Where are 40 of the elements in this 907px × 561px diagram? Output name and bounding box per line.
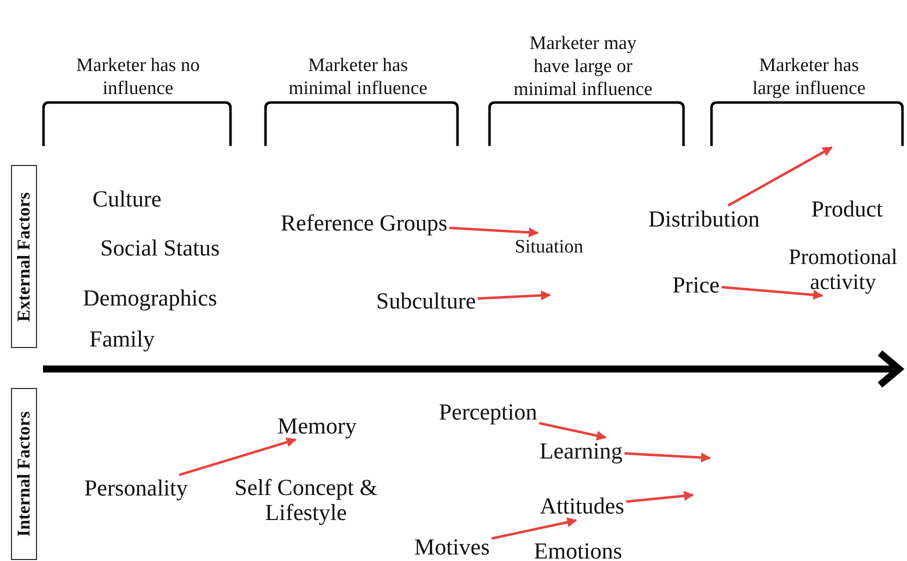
bracket: [264, 101, 459, 146]
factor-label: Distribution: [648, 206, 760, 232]
bracket: [488, 101, 685, 146]
factor-group-box: [11, 165, 37, 348]
factor-label: Social Status: [100, 236, 220, 260]
influence-heading: Marketer has no influence: [75, 54, 201, 100]
factor-group-box: [11, 388, 37, 560]
group-label: Internal Factors: [14, 411, 34, 537]
factor-label: Learning: [540, 438, 622, 464]
factor-label: Emotions: [534, 538, 622, 561]
factor-label: Reference Groups: [280, 210, 448, 236]
arrow: [722, 286, 824, 300]
arrow: [626, 490, 694, 503]
factor-label: Memory: [277, 414, 357, 438]
influence-heading: Marketer has large influence: [751, 54, 867, 100]
bracket: [710, 101, 904, 146]
influence-heading: Marketer has minimal influence: [288, 54, 428, 100]
factor-label: Price: [672, 272, 720, 298]
arrow: [449, 226, 539, 238]
factor-label: Situation: [514, 234, 584, 260]
arrow: [478, 290, 551, 300]
group-label: External Factors: [14, 192, 34, 322]
influence-heading: Marketer may have large or minimal influence: [513, 32, 653, 101]
factor-label: Motives: [414, 534, 490, 560]
arrow: [727, 146, 833, 207]
factor-label: Subculture: [376, 288, 476, 314]
factor-label: Attitudes: [540, 494, 624, 518]
arrow: [178, 437, 297, 476]
arrow: [491, 517, 578, 540]
factor-label: Self Concept & Lifestyle: [221, 475, 391, 525]
factor-label: Product: [811, 196, 883, 222]
arrow: [624, 452, 711, 462]
factor-label: Demographics: [82, 286, 218, 310]
factor-label: Promotional activity: [773, 244, 907, 294]
factor-label: Personality: [84, 476, 188, 500]
factor-label: Family: [89, 326, 155, 352]
arrow: [538, 422, 607, 441]
factor-label: Perception: [438, 400, 538, 424]
factor-label: Culture: [92, 186, 162, 212]
bracket: [42, 101, 232, 146]
